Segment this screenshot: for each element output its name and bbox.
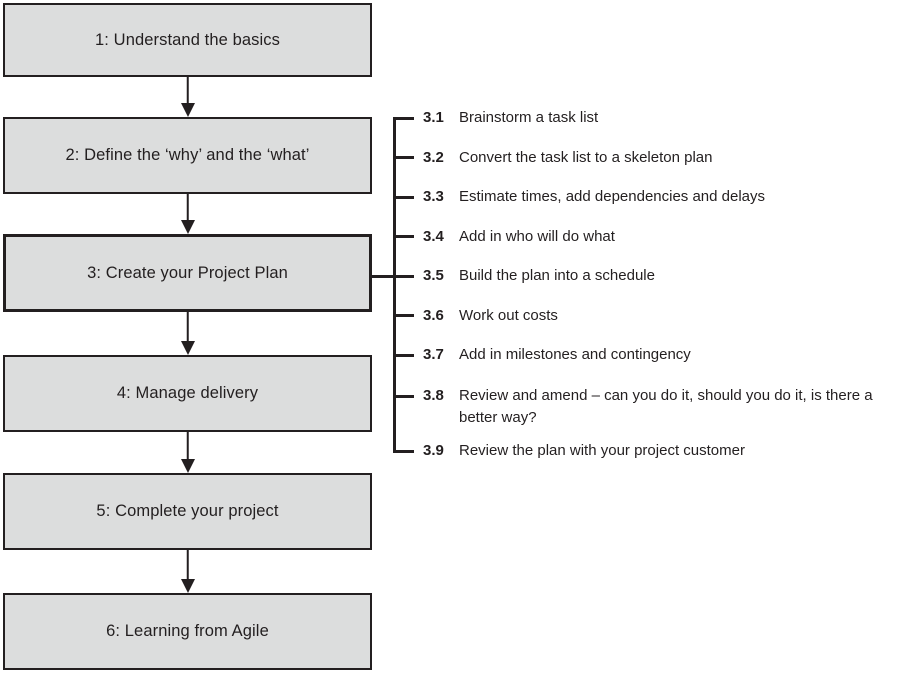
arrow-shaft bbox=[186, 312, 189, 343]
arrow-head bbox=[180, 220, 195, 234]
substep-tick bbox=[393, 449, 414, 453]
substep-number: 3.9 bbox=[423, 442, 444, 459]
down-arrow-icon bbox=[180, 194, 195, 234]
flow-box-learning-agile: 6: Learning from Agile bbox=[3, 593, 372, 670]
arrow-head bbox=[180, 459, 195, 473]
substep-item-3-3: 3.3 Estimate times, add dependencies and… bbox=[423, 186, 765, 208]
arrow-shaft bbox=[186, 77, 189, 105]
substep-item-3-9: 3.9 Review the plan with your project cu… bbox=[423, 440, 745, 462]
substep-label: Add in milestones and contingency bbox=[459, 346, 691, 363]
arrow-head bbox=[180, 341, 195, 355]
arrow-head bbox=[180, 579, 195, 593]
substep-number: 3.6 bbox=[423, 306, 444, 324]
arrow-shaft bbox=[186, 550, 189, 581]
flow-box-label: 3: Create your Project Plan bbox=[87, 263, 288, 282]
flow-box-label: 1: Understand the basics bbox=[95, 30, 280, 49]
substep-tick bbox=[393, 274, 414, 278]
substep-item-3-4: 3.4 Add in who will do what bbox=[423, 226, 615, 248]
substep-number: 3.2 bbox=[423, 148, 444, 166]
down-arrow-icon bbox=[180, 550, 195, 593]
substep-tick bbox=[393, 394, 414, 398]
flow-box-label: 4: Manage delivery bbox=[116, 384, 259, 402]
flow-box-manage-delivery: 4: Manage delivery bbox=[3, 355, 372, 432]
flow-box-define-why-what: 2: Define the ‘why’ and the ‘what’ bbox=[3, 117, 372, 194]
substep-label: Estimate times, add dependencies and del… bbox=[459, 188, 766, 205]
substep-number: 3.1 bbox=[423, 109, 444, 126]
substep-number: 3.7 bbox=[423, 346, 444, 363]
substep-label: Add in who will do what bbox=[459, 227, 615, 245]
flow-box-label: 5: Complete your project bbox=[96, 502, 279, 520]
substep-tick bbox=[393, 195, 414, 199]
substep-tick bbox=[393, 353, 414, 357]
substep-label: Convert the task list to a skeleton plan bbox=[459, 148, 713, 166]
down-arrow-icon bbox=[180, 312, 195, 355]
substep-item-3-8: 3.8 Review and amend – can you do it, sh… bbox=[423, 385, 900, 429]
substep-number: 3.8 bbox=[423, 387, 444, 404]
flow-box-create-project-plan: 3: Create your Project Plan bbox=[3, 234, 372, 312]
substep-label: Review the plan with your project custom… bbox=[459, 442, 745, 459]
substep-label: Build the plan into a schedule bbox=[459, 267, 655, 284]
substep-item-3-2: 3.2 Convert the task list to a skeleton … bbox=[423, 147, 712, 169]
substep-tick bbox=[393, 116, 414, 120]
flow-box-understand-basics: 1: Understand the basics bbox=[3, 3, 372, 77]
substep-label: Brainstorm a task list bbox=[459, 109, 599, 126]
substep-item-3-5: 3.5 Build the plan into a schedule bbox=[423, 265, 655, 287]
substep-number: 3.5 bbox=[423, 267, 444, 284]
substep-number: 3.4 bbox=[423, 227, 444, 245]
substep-label: Review and amend – can you do it, should… bbox=[459, 387, 873, 426]
arrow-head bbox=[180, 103, 195, 117]
substep-tick bbox=[393, 235, 414, 238]
arrow-shaft bbox=[186, 432, 189, 461]
substep-label: Work out costs bbox=[459, 306, 558, 324]
flow-box-label: 6: Learning from Agile bbox=[106, 622, 269, 640]
down-arrow-icon bbox=[180, 432, 195, 473]
flow-box-label: 2: Define the ‘why’ and the ‘what’ bbox=[65, 146, 310, 164]
substeps-spine bbox=[393, 116, 396, 453]
substep-number: 3.3 bbox=[423, 188, 444, 205]
substep-item-3-6: 3.6 Work out costs bbox=[423, 305, 558, 327]
flow-box-complete-project: 5: Complete your project bbox=[3, 473, 372, 550]
substep-item-3-7: 3.7 Add in milestones and contingency bbox=[423, 344, 691, 366]
down-arrow-icon bbox=[180, 77, 195, 117]
box3-branch-connector bbox=[370, 274, 394, 278]
substep-tick bbox=[393, 314, 414, 317]
arrow-shaft bbox=[186, 194, 189, 222]
substep-item-3-1: 3.1 Brainstorm a task list bbox=[423, 107, 598, 129]
substep-tick bbox=[393, 156, 414, 159]
